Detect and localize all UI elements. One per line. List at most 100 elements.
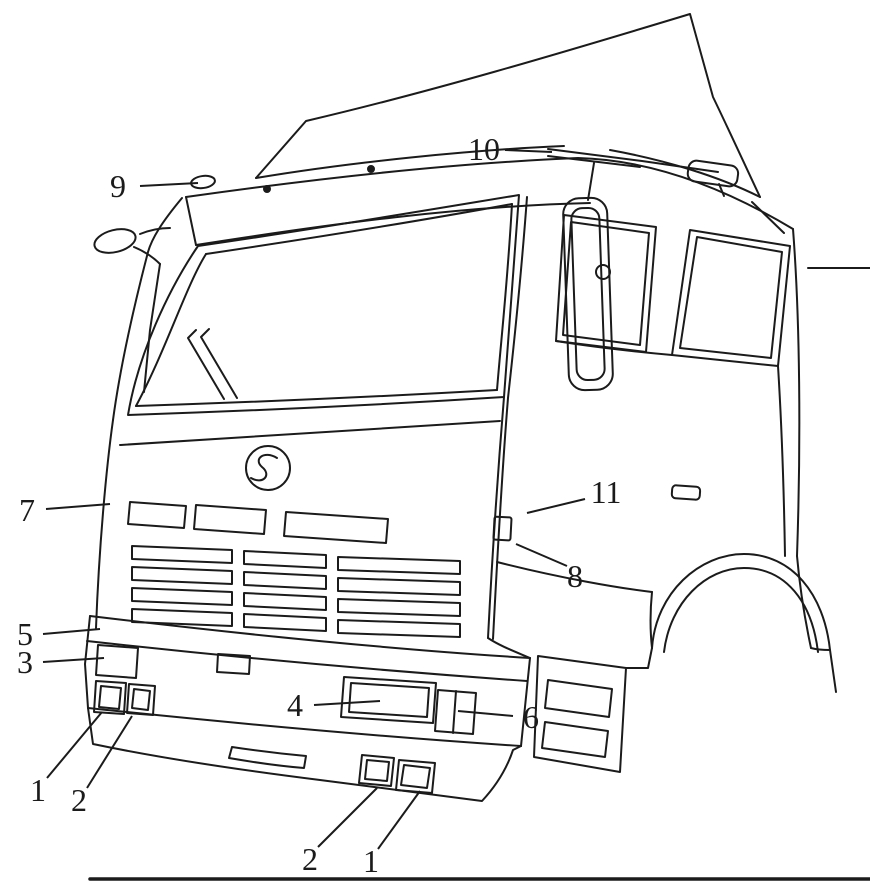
license-plate-inner (348, 682, 430, 718)
callout-label-5-5: 5 (17, 616, 33, 652)
grille-slat (131, 566, 233, 585)
callout-label-7-2: 7 (19, 492, 35, 528)
leader-line-3-6 (42, 657, 105, 663)
rear-edge (792, 228, 801, 557)
deflector-bottom-edge-right (609, 149, 761, 198)
windshield-inner-right (496, 203, 513, 391)
grille-upper-slot (127, 501, 187, 529)
roof-rear-corner (751, 201, 785, 234)
leader-line-6-8 (457, 710, 514, 717)
arch-front-corner (625, 647, 653, 669)
headlamp-divider (452, 690, 457, 734)
callout-label-4-7: 4 (287, 687, 303, 723)
callout-label-2-11: 2 (302, 841, 318, 877)
cab-rear-edge (792, 228, 812, 649)
roof-front-edge (185, 157, 794, 230)
arch-outer (651, 553, 831, 651)
turn-lamp-left-inner (131, 688, 151, 711)
front-panel (95, 196, 531, 659)
roof-visor (185, 157, 794, 246)
sill-edge (649, 591, 653, 649)
arch-rear-corner (810, 647, 837, 693)
left-mirror-post (143, 263, 161, 393)
grille-upper-slot (193, 504, 267, 535)
door-rear-seam (777, 365, 786, 557)
valance-outline (87, 707, 522, 802)
truck-cab-drawing (84, 13, 870, 881)
side-marker-lamp (95, 644, 139, 679)
washer-cover (216, 653, 251, 675)
visor-left-cap (185, 196, 197, 246)
wiper-arm (200, 328, 238, 399)
leader-line-8-4 (515, 543, 568, 567)
brand-emblem (245, 445, 291, 491)
leader-line-9-0 (139, 182, 199, 187)
callout-label-10-1: 10 (468, 131, 500, 167)
grille-upper-slot (283, 511, 389, 544)
leader-line-7-2 (45, 503, 111, 510)
left-mirror (93, 227, 171, 393)
windshield (112, 194, 520, 421)
cab-side (492, 214, 791, 649)
a-pillar-left (112, 197, 183, 421)
grille-slat (337, 577, 461, 596)
visor-rivet (367, 165, 375, 173)
callout-label-3-6: 3 (17, 644, 33, 680)
deflector-outline (255, 13, 761, 198)
leader-line-10-1 (504, 149, 553, 153)
bumper-right-edge (520, 657, 531, 747)
mirror-assembly (547, 148, 740, 392)
main-mirror-housing (562, 196, 614, 392)
grille-slat (131, 545, 233, 564)
leader-line-4-7 (313, 700, 381, 706)
left-mirror-head (93, 228, 137, 254)
grille-slat (131, 587, 233, 606)
fog-lamp-inner (400, 764, 431, 789)
callout-label-2-10: 2 (71, 782, 87, 818)
mirror-bracket-top (547, 148, 719, 173)
turn-lamp-left (126, 683, 156, 716)
entry-step (533, 655, 627, 773)
grille (127, 501, 461, 638)
spot-mirror-stem (718, 183, 725, 197)
windshield-inner-top (205, 203, 513, 255)
arch-inner (663, 567, 819, 653)
windshield-inner-bottom (135, 389, 498, 407)
leader-line-11-3 (526, 498, 586, 514)
step-lower (541, 721, 609, 758)
left-mirror-bracket (139, 227, 171, 235)
mirror-post (587, 162, 595, 201)
grille-slat (131, 608, 233, 627)
belt-line (555, 340, 673, 356)
front-lamp-left-inner (98, 685, 122, 710)
callout-label-1-12: 1 (363, 843, 379, 879)
grab-handle-mount (595, 264, 611, 280)
door-bottom-edge (496, 561, 653, 593)
bumper-top-edge (89, 615, 531, 659)
grille-slat (337, 598, 461, 617)
lower-valance (87, 707, 522, 802)
bumper-left-edge (84, 615, 91, 709)
leader-line-2-11 (317, 787, 378, 848)
deflector-bottom-edge (255, 145, 565, 179)
windshield-outline (127, 194, 520, 416)
step-upper (544, 679, 613, 718)
windshield-inner-left (135, 253, 207, 407)
headlamp (434, 689, 477, 735)
leader-line-5-5 (42, 628, 101, 635)
callout-label-9-0: 9 (110, 168, 126, 204)
door-handle (670, 484, 702, 501)
door-window-inner (679, 236, 783, 359)
callout-label-1-9: 1 (30, 772, 46, 808)
grille-slat (243, 571, 327, 590)
wheel-arch (625, 553, 837, 693)
valance-slot (228, 746, 307, 769)
leader-line-1-9 (46, 711, 103, 779)
door-hinge-latch (492, 515, 513, 542)
grille-slat (243, 550, 327, 569)
bumper (84, 615, 531, 747)
door-gap-front (492, 196, 528, 640)
rear-lower-edge (796, 555, 812, 649)
